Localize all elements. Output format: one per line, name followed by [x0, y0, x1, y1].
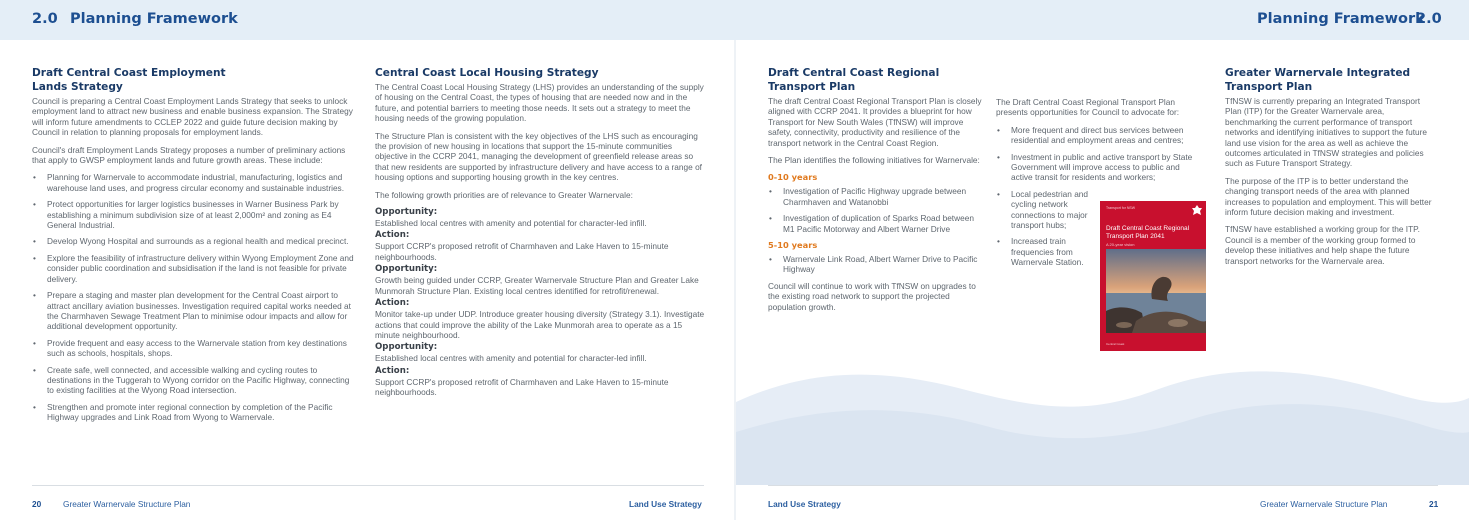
list-item: Protect opportunities for larger logisti…: [32, 199, 357, 230]
footer-divider-right: [768, 485, 1438, 486]
column-integrated-transport: Greater Warnervale Integrated Transport …: [1225, 66, 1435, 273]
paragraph: The purpose of the ITP is to better unde…: [1225, 175, 1432, 218]
priority-label: Opportunity:: [375, 342, 438, 353]
list-item: More frequent and direct bus services be…: [996, 125, 1202, 146]
heading-local-housing: Central Coast Local Housing Strategy: [375, 67, 599, 79]
section-number-right: 2.0: [1416, 11, 1442, 27]
decorative-waves: [736, 371, 1469, 485]
priority-text: Growth being guided under CCRP, Greater …: [375, 275, 699, 296]
column-advocacy: The Draft Central Coast Regional Transpo…: [996, 97, 1202, 274]
section-title-left: Planning Framework: [70, 11, 238, 27]
section-label-left: Land Use Strategy: [629, 499, 702, 509]
list-item: Provide frequent and easy access to the …: [32, 338, 357, 359]
list-item: Warnervale Link Road, Albert Warner Driv…: [768, 254, 982, 275]
document-title-left: Greater Warnervale Structure Plan: [63, 499, 191, 509]
list-item: Create safe, well connected, and accessi…: [32, 365, 357, 396]
paragraph: The draft Central Coast Regional Transpo…: [768, 96, 982, 148]
paragraph: Council's draft Employment Lands Strateg…: [32, 144, 346, 166]
cover-subtitle: A 20-year vision: [1106, 242, 1135, 247]
paragraph: The Central Coast Local Housing Strategy…: [375, 82, 704, 124]
paragraph: The Plan identifies the following initia…: [768, 155, 980, 166]
list-item: Explore the feasibility of infrastructur…: [32, 253, 357, 284]
paragraph: The Structure Plan is consistent with th…: [375, 130, 702, 183]
list-item: Investment in public and active transpor…: [996, 152, 1202, 183]
priority-label: Action:: [375, 230, 410, 241]
list-item: Investigation of Pacific Highway upgrade…: [768, 186, 982, 207]
coastal-rock-photo: [1106, 249, 1206, 333]
paragraph: The following growth priorities are of r…: [375, 189, 633, 200]
section-label-right: Land Use Strategy: [768, 499, 841, 509]
page-number-right: 21: [1429, 499, 1439, 509]
list-item: Investigation of duplication of Sparks R…: [768, 213, 982, 234]
paragraph: Council will continue to work with TfNSW…: [768, 280, 976, 312]
section-number-left: 2.0: [32, 11, 58, 27]
paragraph: TfNSW is currently preparing an Integrat…: [1225, 96, 1428, 169]
transport-plan-cover-image: Transport for NSW Draft Central Coast Re…: [1100, 201, 1206, 351]
paragraph: Council is preparing a Central Coast Emp…: [32, 96, 353, 138]
cover-footer-text: Central Coast: [1106, 342, 1125, 346]
document-title-right: Greater Warnervale Structure Plan: [1260, 499, 1388, 509]
column-employment-lands: Draft Central Coast Employment Lands Str…: [32, 66, 357, 429]
page-header: 2.0 Planning Framework Planning Framewor…: [0, 0, 1469, 40]
list-item: Strengthen and promote inter regional co…: [32, 402, 357, 423]
heading-regional-transport: Draft Central Coast Regional Transport P…: [768, 67, 940, 93]
priority-label: Opportunity:: [375, 264, 438, 275]
priority-label: Action:: [375, 298, 410, 309]
priority-label: Action:: [375, 365, 410, 376]
paragraph: TfNSW have established a working group f…: [1225, 224, 1420, 266]
footer-divider-left: [32, 485, 704, 486]
paragraph: The Draft Central Coast Regional Transpo…: [996, 97, 1180, 118]
list-item: Planning for Warnervale to accommodate i…: [32, 172, 357, 193]
priority-text: Monitor take-up under UDP. Introduce gre…: [375, 309, 705, 340]
column-local-housing: Central Coast Local Housing Strategy The…: [375, 66, 705, 400]
priority-label: Opportunity:: [375, 207, 438, 218]
list-item: Develop Wyong Hospital and surrounds as …: [32, 236, 357, 247]
column-regional-transport: Draft Central Coast Regional Transport P…: [768, 66, 982, 319]
priority-text: Support CCRP's proposed retrofit of Char…: [375, 241, 669, 262]
timeframe-heading: 5-10 years: [768, 240, 818, 251]
priority-text: Established local centres with amenity a…: [375, 218, 647, 229]
list-item: Increased train frequencies from Warnerv…: [996, 236, 1096, 267]
priority-text: Support CCRP's proposed retrofit of Char…: [375, 376, 669, 398]
list-item: Local pedestrian and cycling network con…: [996, 189, 1096, 231]
timeframe-heading: 0-10 years: [768, 172, 818, 183]
priority-text: Established local centres with amenity a…: [375, 353, 647, 364]
page-number-left: 20: [32, 499, 42, 509]
nsw-waratah-logo-icon: [1192, 205, 1202, 215]
page-gutter: [734, 40, 736, 520]
list-item: Prepare a staging and master plan develo…: [32, 290, 357, 332]
section-title-right: Planning Framework: [1257, 11, 1425, 27]
heading-employment-lands: Draft Central Coast Employment Lands Str…: [32, 67, 226, 93]
heading-integrated-transport: Greater Warnervale Integrated Transport …: [1225, 67, 1411, 93]
agency-logo-text: Transport for NSW: [1106, 206, 1136, 210]
cover-title: Draft Central Coast Regional Transport P…: [1106, 225, 1190, 240]
